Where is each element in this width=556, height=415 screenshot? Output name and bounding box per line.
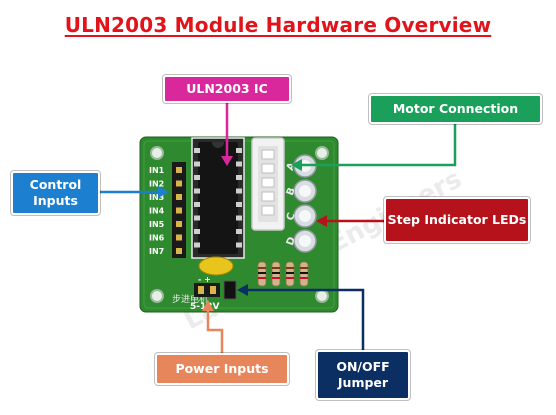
uln2003-ic-chip bbox=[191, 137, 245, 259]
motor-arrowhead bbox=[291, 159, 302, 171]
motor-pin-slot bbox=[261, 149, 275, 160]
led-label: A bbox=[285, 161, 298, 172]
control-inputs-callout: Control Inputs bbox=[11, 171, 100, 215]
step-led-lens bbox=[299, 210, 311, 222]
resistor-band bbox=[258, 272, 266, 274]
step-led-lens bbox=[299, 235, 311, 247]
resistor-band bbox=[286, 272, 294, 274]
ic-pin bbox=[236, 202, 242, 207]
resistor-band bbox=[272, 277, 280, 279]
input-pin bbox=[176, 248, 182, 254]
ic-pin bbox=[236, 161, 242, 167]
motor-pin-slot bbox=[261, 177, 275, 188]
step-led-lens bbox=[299, 185, 311, 197]
on-off-jumper bbox=[223, 280, 237, 300]
motor-pin-slot bbox=[261, 163, 275, 174]
mounting-hole-top-left bbox=[150, 146, 164, 160]
resistor-band bbox=[258, 277, 266, 279]
step-indicator-leds-callout: Step Indicator LEDs bbox=[384, 197, 530, 243]
input-pin bbox=[176, 207, 182, 214]
diagram-title: ULN2003 Module Hardware Overview bbox=[64, 13, 492, 37]
power-leader bbox=[206, 309, 224, 353]
motor-leader bbox=[300, 124, 457, 167]
input-label: IN3 bbox=[149, 193, 164, 202]
resistors bbox=[257, 261, 309, 287]
ic-pin bbox=[194, 215, 200, 221]
input-label: IN4 bbox=[149, 207, 165, 216]
resistor-band bbox=[272, 267, 280, 269]
ic-pin bbox=[236, 188, 242, 194]
control-arrowhead bbox=[158, 186, 169, 198]
mounting-hole-bottom-right bbox=[315, 289, 329, 303]
ic-pin bbox=[236, 229, 242, 234]
ic-pin bbox=[194, 229, 200, 234]
resistor-band bbox=[300, 272, 308, 274]
motor-pin-slot bbox=[261, 191, 275, 202]
led-label: C bbox=[285, 211, 298, 222]
motor-connection-callout: Motor Connection bbox=[369, 94, 542, 124]
jumper-leader bbox=[246, 288, 365, 350]
ic-pin bbox=[236, 215, 242, 221]
ic-pin bbox=[236, 175, 242, 180]
motor-pin-slot bbox=[261, 205, 275, 216]
uln2003-ic-callout: ULN2003 IC bbox=[163, 75, 291, 103]
ic-pin bbox=[194, 148, 200, 153]
input-pin bbox=[176, 234, 182, 241]
ic-arrowhead bbox=[221, 156, 233, 166]
input-pin bbox=[176, 180, 182, 187]
ic-pin bbox=[194, 188, 200, 194]
input-pin bbox=[176, 167, 182, 173]
input-label: IN7 bbox=[149, 247, 164, 256]
ic-pin bbox=[194, 175, 200, 180]
ic-pin bbox=[194, 161, 200, 167]
resistor-band bbox=[286, 267, 294, 269]
mounting-hole-top-right bbox=[315, 146, 329, 160]
power-arrowhead bbox=[202, 300, 214, 311]
motor-connector bbox=[251, 137, 285, 231]
input-pin bbox=[176, 194, 182, 200]
input-label: IN1 bbox=[149, 166, 165, 175]
resistor-band bbox=[300, 277, 308, 279]
resistor-band bbox=[286, 277, 294, 279]
resistor-band bbox=[300, 267, 308, 269]
power-signs: - + bbox=[198, 275, 211, 284]
callout-leaders bbox=[100, 103, 457, 353]
led-label: B bbox=[285, 186, 298, 197]
input-label: IN5 bbox=[149, 220, 165, 229]
step-indicator-leds: A B C D bbox=[285, 154, 317, 253]
capacitor bbox=[198, 256, 234, 276]
jumper-arrowhead bbox=[237, 284, 248, 296]
input-label: IN2 bbox=[149, 180, 164, 189]
power-inputs-callout: Power Inputs bbox=[155, 353, 289, 385]
input-label: IN6 bbox=[149, 234, 165, 243]
resistor-band bbox=[258, 267, 266, 269]
ic-pin bbox=[236, 148, 242, 153]
ic-pin bbox=[194, 242, 200, 248]
step-arrowhead bbox=[316, 215, 327, 227]
ic-pin bbox=[236, 242, 242, 248]
mounting-hole-bottom-left bbox=[150, 289, 164, 303]
ic-pin bbox=[194, 202, 200, 207]
on-off-jumper-callout: ON/OFF Jumper bbox=[316, 350, 410, 400]
resistor-band bbox=[272, 272, 280, 274]
led-label: D bbox=[285, 236, 298, 248]
input-pin bbox=[176, 221, 182, 227]
